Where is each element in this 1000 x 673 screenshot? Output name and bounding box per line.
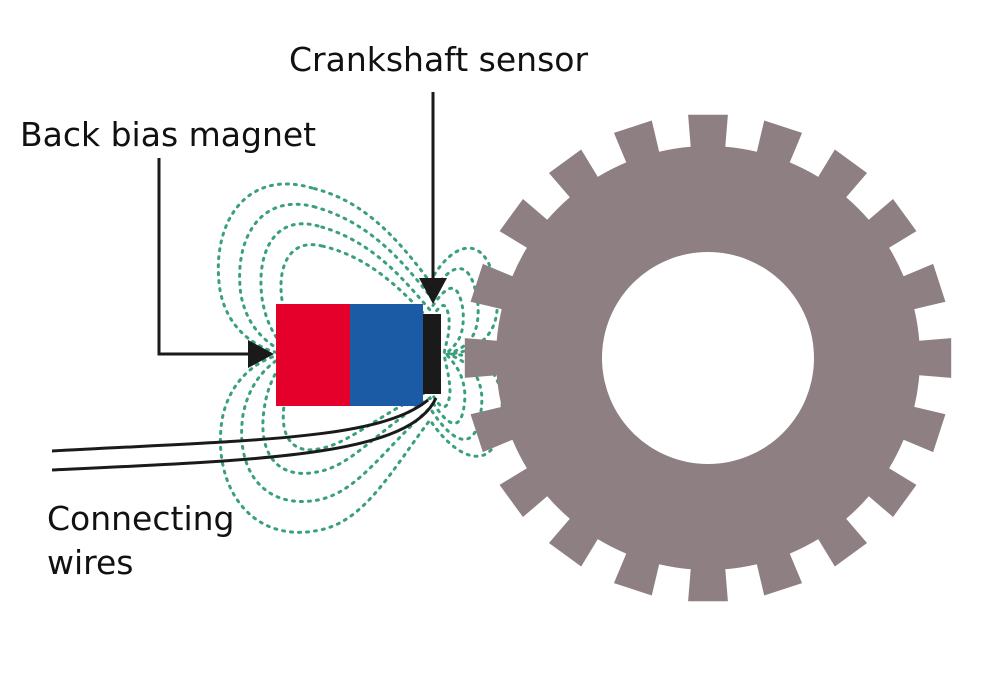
wire-lower: [51, 397, 438, 472]
back-bias-magnet-label: Back bias magnet: [20, 115, 317, 154]
connecting-wires-label: Connecting wires: [47, 497, 234, 585]
wire-upper: [51, 398, 429, 453]
magnet-leader-line: [157, 158, 252, 356]
sensor-arrowhead: [419, 278, 447, 304]
connecting-wires-label-line1: Connecting: [47, 499, 235, 538]
crankshaft-sensor-label: Crankshaft sensor: [289, 40, 589, 79]
magnet-north-pole: [276, 304, 350, 406]
field-line-outer: [216, 182, 504, 534]
reluctor-gear: [464, 114, 952, 602]
sensor-leader-arrow: [419, 92, 447, 304]
magnet-arrowhead: [248, 340, 274, 368]
connecting-wires-label-line2: wires: [47, 543, 134, 582]
crankshaft-sensor-element: [423, 314, 441, 394]
magnet-leader-arrow: [157, 158, 274, 368]
connecting-wires: [51, 397, 438, 472]
magnet-south-pole: [350, 304, 423, 406]
